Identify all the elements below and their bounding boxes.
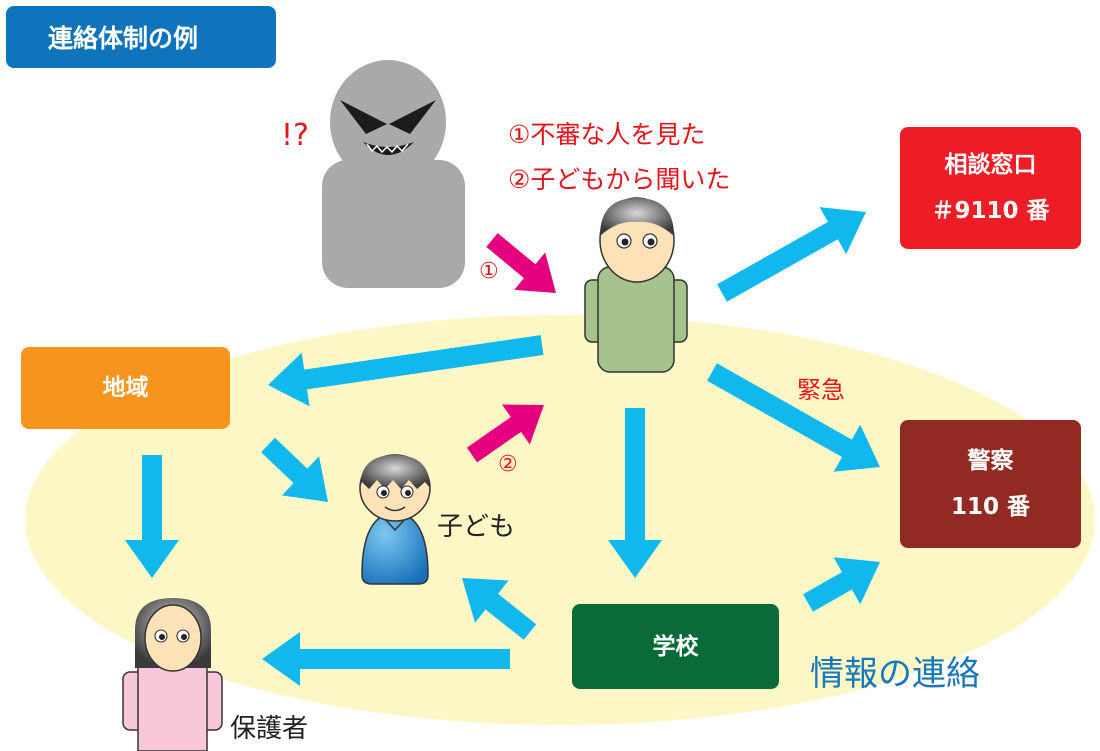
reporter-person-icon xyxy=(584,197,688,373)
consult-box: 相談窓口 ＃9110 番 xyxy=(900,127,1081,249)
info-contact-label: 情報の連絡 xyxy=(810,654,980,694)
arrow-to-school xyxy=(608,408,662,578)
arrow-community-to-guardian xyxy=(125,455,179,578)
reporter-note-1: ①不審な人を見た xyxy=(508,120,706,149)
arrow-school-to-child xyxy=(462,578,537,640)
guardian-label: 保護者 xyxy=(230,714,309,744)
police-label: 警察 xyxy=(967,448,1014,474)
community-area xyxy=(25,315,1095,725)
child-label: 子ども xyxy=(437,512,516,542)
police-box: 警察 110 番 xyxy=(900,420,1081,548)
arrow-community-to-child xyxy=(261,437,328,502)
arrow-suspicious-to-reporter xyxy=(486,233,556,293)
arrow-to-police-urgent xyxy=(707,363,880,472)
step-label-1: ① xyxy=(479,259,499,284)
arrow-to-community xyxy=(268,335,544,407)
reporter-note-2: ②子どもから聞いた xyxy=(508,165,731,194)
police-number: 110 番 xyxy=(950,494,1031,520)
urgent-label: 緊急 xyxy=(797,376,845,404)
title-badge: 連絡体制の例 xyxy=(6,6,276,68)
arrow-school-to-police xyxy=(803,557,880,612)
school-label: 学校 xyxy=(652,633,699,660)
arrow-child-to-reporter xyxy=(466,404,544,463)
suspicious-person-icon xyxy=(322,60,465,288)
guardian-person-icon xyxy=(122,598,223,751)
child-person-icon xyxy=(359,454,431,585)
community-label: 地域 xyxy=(102,375,149,401)
step-label-2: ② xyxy=(498,452,518,477)
consult-label: 相談窓口 xyxy=(944,152,1037,178)
surprise-mark: !? xyxy=(281,118,309,153)
arrow-layer xyxy=(125,207,880,686)
school-box: 学校 xyxy=(572,604,779,689)
title-text: 連絡体制の例 xyxy=(48,24,199,53)
consult-number: ＃9110 番 xyxy=(931,198,1050,224)
community-box: 地域 xyxy=(21,347,230,429)
arrow-school-to-guardian xyxy=(262,632,510,686)
arrow-to-consult xyxy=(717,207,866,302)
